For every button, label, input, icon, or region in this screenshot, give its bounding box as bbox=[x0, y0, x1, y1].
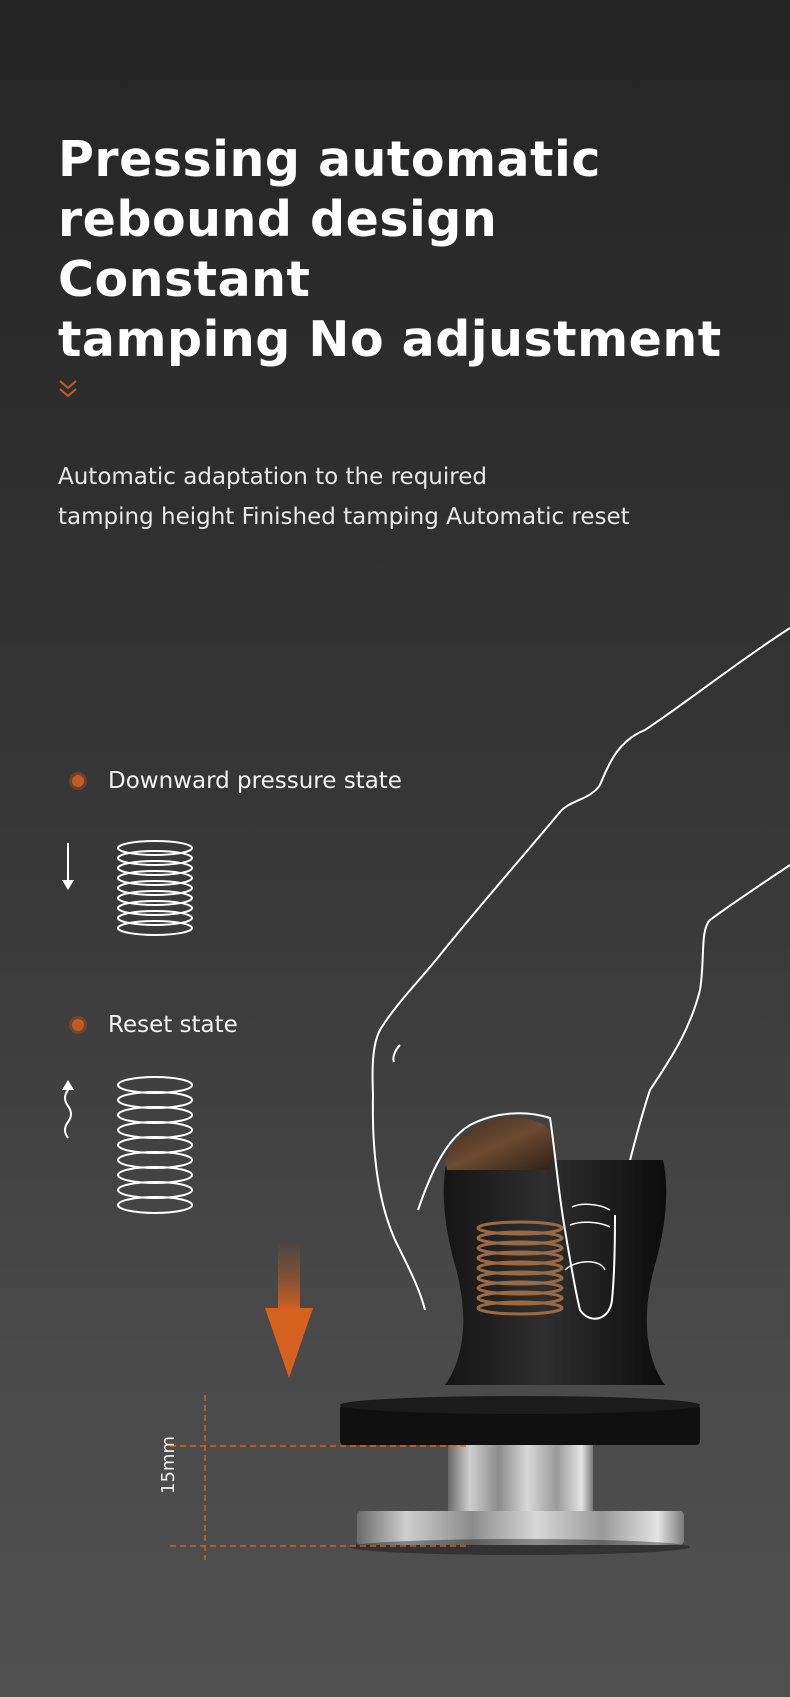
description-line-1: Automatic adaptation to the required bbox=[58, 464, 487, 490]
state-bullet bbox=[72, 775, 84, 787]
internal-spring bbox=[476, 1220, 564, 1316]
title-line-1: Pressing automatic bbox=[58, 131, 601, 188]
state-bullet bbox=[72, 1019, 84, 1031]
dimension-lines bbox=[170, 1395, 470, 1560]
tamper-base bbox=[357, 1511, 684, 1545]
description: Automatic adaptation to the required tam… bbox=[58, 457, 630, 537]
spring-icon bbox=[117, 1076, 193, 1214]
tamper-shaft bbox=[448, 1445, 593, 1511]
thumb-outline bbox=[417, 1112, 616, 1320]
wavy-arrow-up-icon bbox=[62, 1080, 74, 1139]
double-chevron-down-icon bbox=[59, 380, 77, 398]
pressure-arrow bbox=[265, 1240, 313, 1378]
spring-icon bbox=[117, 840, 193, 936]
page-title: Pressing automatic rebound design Consta… bbox=[58, 130, 758, 370]
hand-outline bbox=[371, 627, 790, 1311]
description-line-2: tamping height Finished tamping Automati… bbox=[58, 504, 630, 530]
state-downward: Downward pressure state bbox=[72, 768, 402, 794]
state-reset: Reset state bbox=[72, 1012, 238, 1038]
title-line-2: rebound design Constant bbox=[58, 191, 498, 308]
arrow-down-icon bbox=[62, 843, 74, 890]
title-line-3: tamping No adjustment bbox=[58, 311, 722, 368]
tamper-flange bbox=[340, 1405, 700, 1445]
dimension-label: 15mm bbox=[158, 1436, 179, 1494]
state-label-reset: Reset state bbox=[108, 1012, 238, 1038]
tamper-wood-top bbox=[445, 1117, 557, 1170]
state-label-downward: Downward pressure state bbox=[108, 768, 402, 794]
